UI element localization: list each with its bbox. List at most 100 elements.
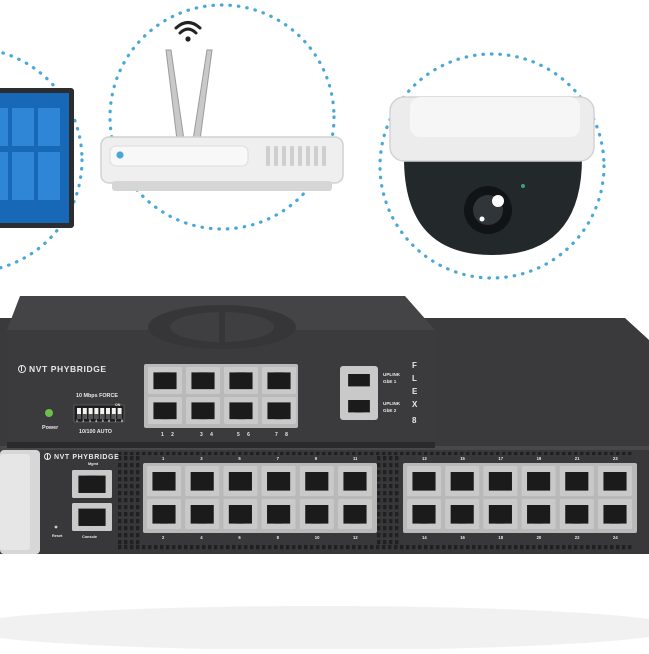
vent-slot [406,452,410,455]
vent-slot [346,452,350,455]
vent-slot [424,452,428,455]
vent-slot [377,505,381,510]
vent-slot [274,545,278,550]
port-latch [236,372,246,377]
vent-slot [118,470,122,475]
vent-slot [316,452,320,455]
port-latch [198,472,207,477]
power-led [45,409,53,417]
uplink-ports [343,370,375,416]
port-number-label: 17 [498,456,504,461]
window-tile [0,108,8,146]
port-pair-label: 5 6 [237,432,253,438]
vent-slot [130,498,134,503]
vent-slot [148,452,152,455]
vent-slot [118,456,122,461]
port-opening [527,472,551,491]
vent-slot [130,505,134,510]
port-latch [87,475,97,480]
port-opening [78,475,106,493]
port-latch [236,472,245,477]
vent-slot [124,491,128,496]
vent-slot [238,545,242,550]
vent-slot [490,545,494,550]
dip-key-slider [94,414,99,419]
vent-slot [262,452,266,455]
vent-slot [358,452,362,455]
vent-slot [130,484,134,489]
vent-slot [574,545,578,550]
model-letter: X [412,400,418,409]
port-opening [152,505,176,524]
port-opening [228,472,252,491]
vent-slot [256,545,260,550]
vent-slot [286,452,290,455]
dip-switch-keys [77,408,122,419]
port-opening [305,505,329,524]
port-pair-label: 1 2 [161,432,177,438]
port-opening [488,472,512,491]
rj45-port [261,499,296,529]
vent-slot [604,452,608,455]
port-opening [267,505,291,524]
rj45-port [262,397,296,424]
vent-slot [388,452,392,455]
vent-slot [454,452,458,455]
port-number-label: 18 [498,535,504,540]
vent-slot [310,452,314,455]
port-latch [610,518,620,524]
vent-slot [136,526,140,531]
vent-slot [448,545,452,550]
vent-slot [395,519,399,524]
port-latch [419,518,429,524]
vent-slot [454,545,458,550]
vent-slot [389,477,393,482]
rj45-port [224,397,258,424]
vent-slot [322,545,326,550]
port-number-label: 19 [536,456,542,461]
vent-slot [412,545,416,550]
vent-slot [622,452,626,455]
vent-slot [292,545,296,550]
lens-highlight-small [479,216,485,222]
vent-slot [376,452,380,455]
rj45-port [186,367,220,394]
router-device [100,3,344,231]
vent-slot [502,545,506,550]
large-vent-grid [118,452,632,550]
port-number-label: 6 [238,535,241,540]
vent-slot [556,545,560,550]
vent-slot [370,545,374,550]
vent-slot [130,491,134,496]
port-opening [152,472,176,491]
port-number-label: 15 [460,456,465,461]
vent-slot [130,512,134,517]
vent-slot [166,545,170,550]
vent-slot [532,545,536,550]
port-latch [160,372,170,377]
vent-slot [178,452,182,455]
port-latch [572,518,581,524]
vent-slot [538,545,542,550]
vent-slot [292,452,296,455]
vent-slot [400,452,404,455]
vent-slot [616,545,620,550]
vent-slot [400,545,404,550]
vent-slot [628,545,632,550]
vent-slot [124,519,128,524]
vent-slot [118,533,122,538]
port-opening [229,372,253,390]
vent-slot [460,545,464,550]
rj45-port [598,466,632,496]
vent-slot [256,452,260,455]
vent-slot [118,477,122,482]
vent-slot [389,505,393,510]
vent-slot [568,545,572,550]
vent-slot [334,452,338,455]
vent-slot [136,505,140,510]
rj45-port [407,499,441,529]
large-switch-brand: NVT PHYBRIDGE [44,453,119,461]
router-base [112,181,332,191]
vent-slot [124,498,128,503]
vent-slot [280,452,284,455]
